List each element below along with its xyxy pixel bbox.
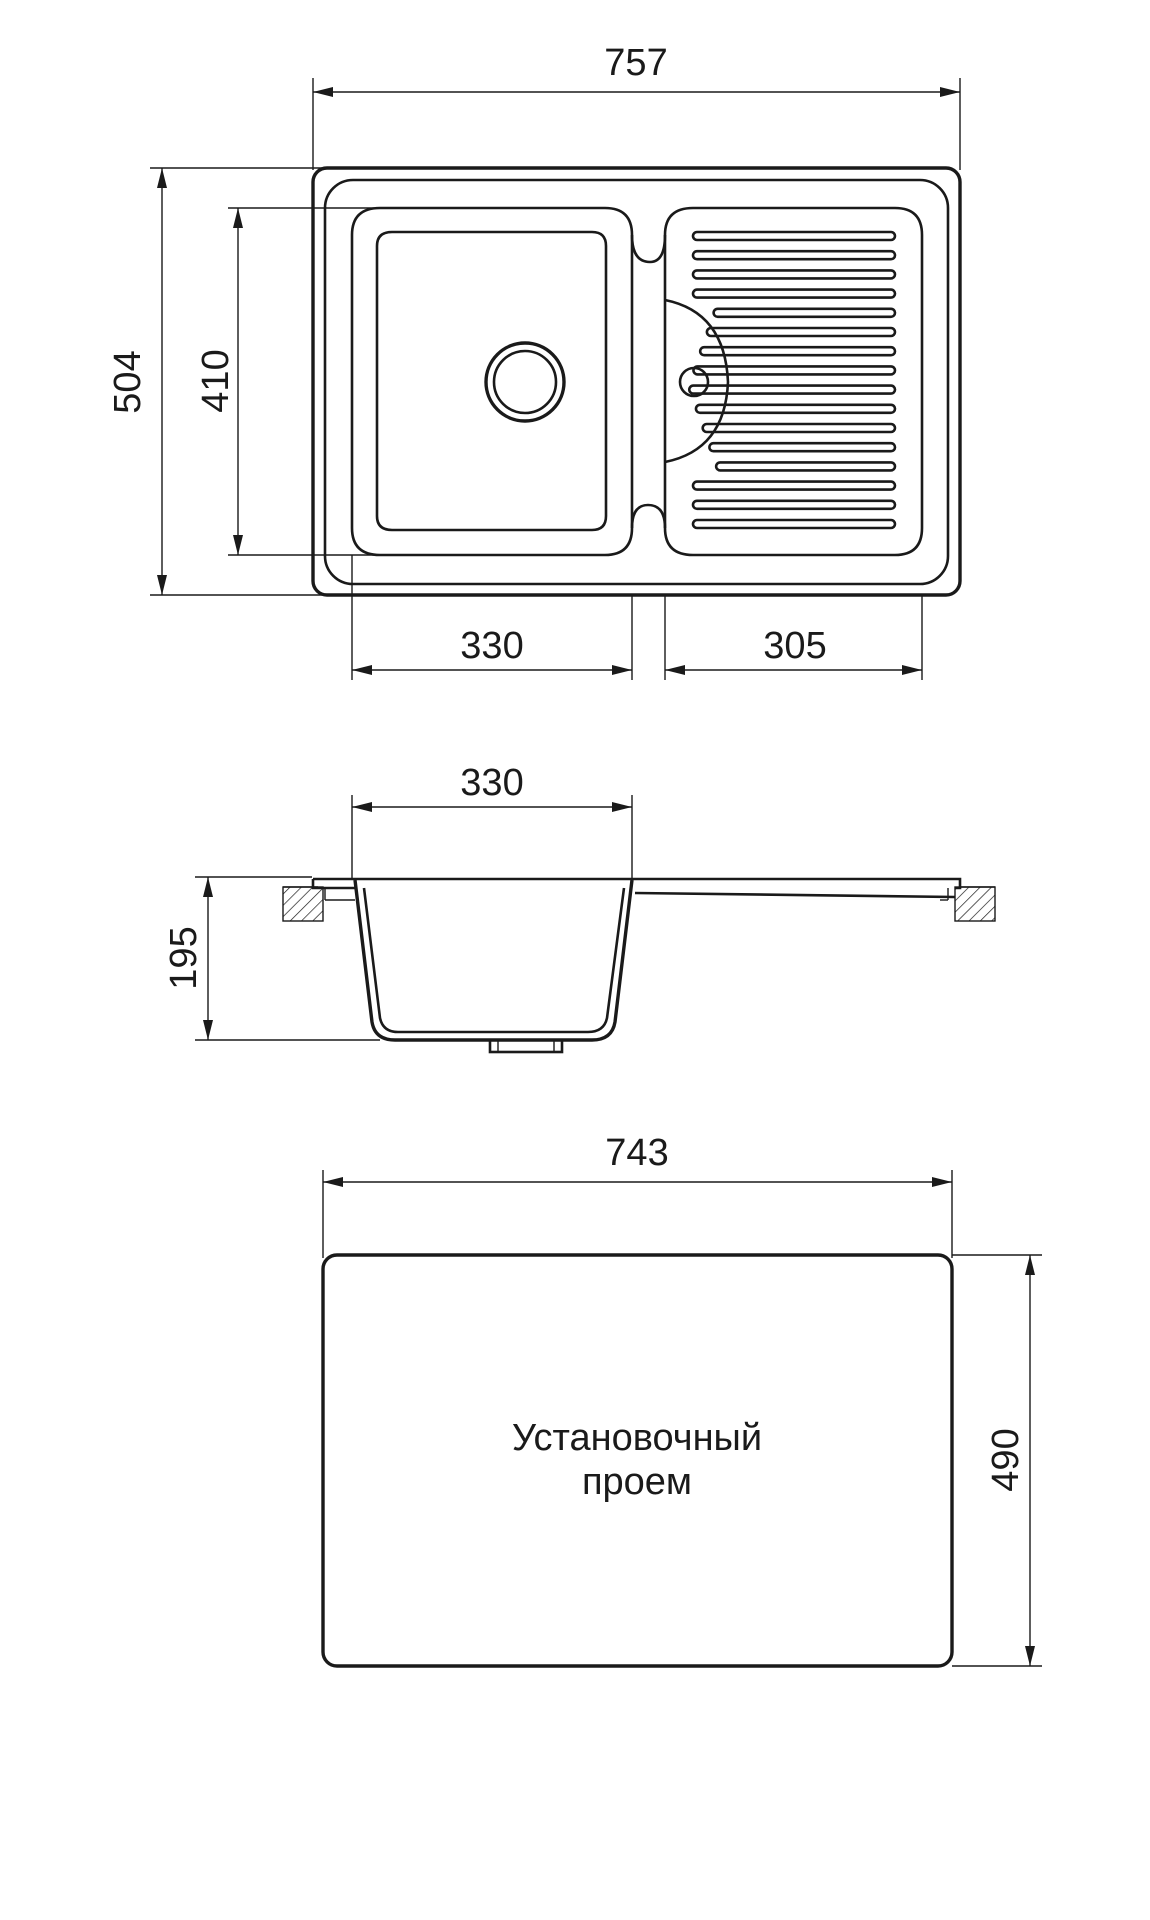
drainer-rib	[701, 422, 897, 434]
cutout-view: 743 490 Установочный проем	[321, 1132, 1042, 1668]
sink-profile	[311, 877, 962, 1054]
drainer-rib	[705, 326, 897, 338]
drainer-rib	[691, 480, 897, 491]
drainer-rib	[691, 288, 897, 299]
dim-side-bowl-width: 330	[351, 762, 633, 878]
countertop-left	[282, 886, 324, 922]
cutout-outline	[321, 1253, 954, 1668]
drainer-rib	[691, 249, 897, 261]
countertop-right	[954, 886, 996, 922]
dim-overall-width: 757	[312, 42, 961, 170]
dim-drainer-width-value: 305	[763, 625, 826, 667]
bowl-rim	[350, 206, 634, 557]
dim-bowl-width: 330	[351, 555, 633, 680]
drainer-rib	[691, 230, 897, 242]
dim-cutout-width-value: 743	[605, 1132, 668, 1174]
drainer-rib	[712, 307, 897, 319]
dim-overall-depth-value: 504	[107, 350, 149, 413]
drainer-rib	[694, 403, 897, 415]
drainer-ribs	[687, 230, 897, 530]
dim-cutout-height-value: 490	[985, 1428, 1027, 1491]
cutout-label-line2: проем	[582, 1461, 692, 1503]
dim-side-bowl-width-value: 330	[460, 762, 523, 804]
drainer-rib	[691, 269, 897, 280]
dim-overall-width-value: 757	[604, 42, 667, 84]
dim-bowl-width-value: 330	[460, 625, 523, 667]
dim-overall-depth: 504	[107, 167, 330, 596]
drainer-rib	[714, 461, 897, 472]
cutout-label-line1: Установочный	[512, 1417, 762, 1459]
bowl-divider-bottom	[630, 503, 667, 529]
sink-outer-edge	[311, 166, 962, 597]
side-view: 330 195	[163, 762, 996, 1054]
dim-drainer-width: 305	[664, 595, 923, 680]
dim-side-bowl-height: 195	[163, 876, 380, 1041]
drainer-rib	[692, 365, 897, 376]
drainer-rib	[691, 499, 897, 511]
bowl-divider	[630, 234, 667, 264]
bowl-basin	[375, 230, 608, 532]
drainer-board	[663, 206, 924, 557]
dim-bowl-depth-value: 410	[195, 349, 237, 412]
drainer-rib	[708, 441, 897, 453]
dim-cutout-width: 743	[322, 1132, 953, 1258]
sink-inner-rim	[323, 178, 950, 586]
drain-icon	[484, 341, 566, 423]
dim-side-bowl-height-value: 195	[163, 926, 205, 989]
dim-cutout-height: 490	[952, 1254, 1042, 1667]
drainer-rib	[691, 518, 897, 530]
top-view: 757 504 410	[107, 42, 962, 680]
drainer-rib	[698, 345, 897, 357]
tap-boss	[664, 298, 730, 464]
dim-bowl-depth: 410	[195, 207, 400, 556]
drainer-rib	[687, 384, 897, 395]
